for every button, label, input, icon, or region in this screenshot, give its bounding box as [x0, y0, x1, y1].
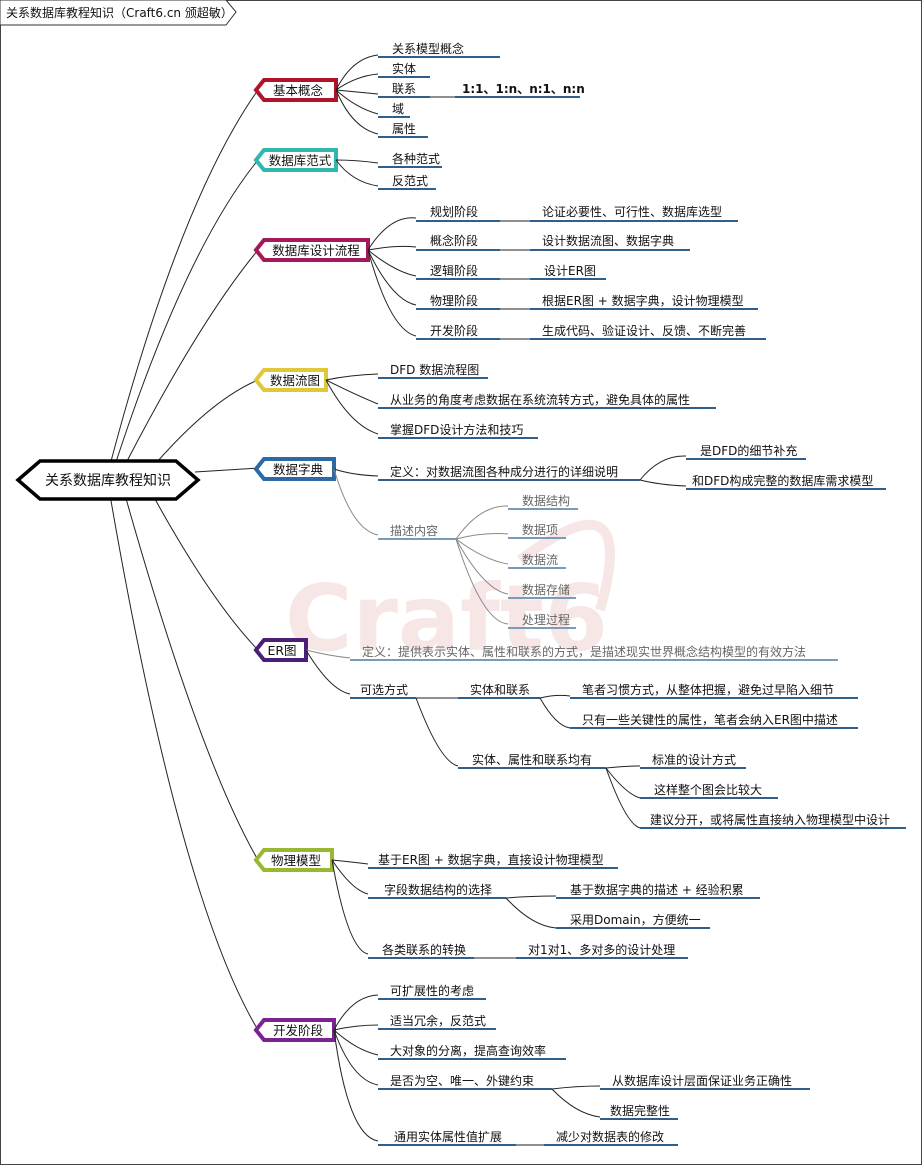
stage-physical-detail: 根据ER图 + 数据字典，设计物理模型 — [542, 293, 744, 308]
watermark: Craft6 — [285, 519, 615, 672]
category-data-dictionary-label: 数据字典 — [273, 462, 323, 477]
stage-development-detail: 生成代码、验证设计、反馈、不断完善 — [542, 323, 746, 338]
er-definition: 定义：提供表示实体、属性和联系的方式，是描述现实世界概念结构模型的有效方法 — [362, 644, 806, 659]
category-development: 开发阶段 可扩展性的考虑 适当冗余，反范式 大对象的分离，提高查询效率 是否为空… — [253, 983, 810, 1146]
dev-item-4: 是否为空、唯一、外键约束 — [390, 1073, 534, 1088]
dfd-item-2: 从业务的角度考虑数据在系统流转方式，避免具体的属性 — [390, 392, 690, 407]
root-label: 关系数据库教程知识 — [45, 472, 171, 489]
er-option-b-item-3: 建议分开，或将属性直接纳入物理模型中设计 — [650, 812, 890, 827]
stage-conceptual-detail: 设计数据流图、数据字典 — [542, 233, 674, 248]
dd-desc-item-4: 数据存储 — [522, 582, 570, 597]
stage-planning-detail: 论证必要性、可行性、数据库选型 — [542, 204, 722, 219]
title-tab — [0, 0, 237, 26]
dev-item-5: 通用实体属性值扩展 — [394, 1129, 502, 1144]
dd-desc-item-1: 数据结构 — [522, 493, 570, 508]
category-development-label: 开发阶段 — [273, 1023, 323, 1038]
data-dictionary-description: 描述内容 — [390, 523, 438, 538]
category-normal-forms-label: 数据库范式 — [269, 153, 332, 168]
watermark-text: Craft6 — [285, 565, 608, 672]
extension-item: 减少对数据表的修改 — [556, 1129, 664, 1144]
er-option-b-item-1: 标准的设计方式 — [652, 752, 736, 767]
category-normal-forms: 数据库范式 各种范式 反范式 — [253, 148, 442, 190]
category-er-diagram: ER图 定义：提供表示实体、属性和联系的方式，是描述现实世界概念结构模型的有效方… — [253, 638, 906, 829]
category-design-process: 数据库设计流程 规划阶段 概念阶段 逻辑阶段 物理阶段 开发阶段 论证必要性、可… — [253, 204, 766, 340]
category-dfd: 数据流图 DFD 数据流程图 从业务的角度考虑数据在系统流转方式，避免具体的属性… — [253, 362, 716, 439]
category-basic-concepts: 基本概念 关系模型概念 实体 联系 域 属性 1:1、1:n、n:1、n:n — [253, 41, 585, 138]
er-option-a-item-1: 笔者习惯方式，从整体把握，避免过早陷入细节 — [582, 682, 834, 697]
category-physical-model: 物理模型 基于ER图 + 数据字典，直接设计物理模型 字段数据结构的选择 各类联… — [253, 848, 760, 959]
category-basic-concepts-label: 基本概念 — [273, 83, 324, 98]
root-connectors — [109, 89, 259, 1031]
dev-item-3: 大对象的分离，提高查询效率 — [390, 1043, 546, 1058]
stage-conceptual: 概念阶段 — [430, 233, 478, 248]
category-er-diagram-label: ER图 — [267, 643, 296, 658]
basic-item-2: 实体 — [392, 61, 416, 76]
category-dfd-label: 数据流图 — [270, 373, 320, 388]
stage-logical-detail: 设计ER图 — [544, 264, 596, 278]
normal-form-item-2: 反范式 — [392, 174, 428, 188]
category-data-dictionary: 数据字典 定义：对数据流图各种成分进行的详细说明 是DFD的细节补充 和DFD构… — [253, 443, 886, 629]
dd-definition-child-1: 是DFD的细节补充 — [700, 443, 797, 458]
dd-desc-item-2: 数据项 — [522, 522, 558, 537]
relation-conversion-item: 对1对1、多对多的设计处理 — [528, 942, 675, 957]
dd-definition-child-2: 和DFD构成完整的数据库需求模型 — [692, 473, 873, 488]
normal-form-item-1: 各种范式 — [392, 151, 440, 166]
dev-item-1: 可扩展性的考虑 — [390, 983, 474, 998]
basic-item-3: 联系 — [392, 82, 416, 96]
dev-item-2: 适当冗余，反范式 — [390, 1013, 486, 1028]
physical-item-3: 各类联系的转换 — [382, 942, 466, 957]
constraint-item-1: 从数据库设计层面保证业务正确性 — [612, 1073, 792, 1088]
stage-physical: 物理阶段 — [430, 293, 478, 308]
category-design-process-label: 数据库设计流程 — [272, 243, 360, 258]
basic-item-5: 属性 — [392, 122, 416, 136]
stage-development: 开发阶段 — [430, 323, 478, 338]
basic-item-1: 关系模型概念 — [392, 41, 464, 56]
stage-planning: 规划阶段 — [430, 204, 478, 219]
physical-item-1: 基于ER图 + 数据字典，直接设计物理模型 — [378, 852, 604, 867]
dd-desc-item-5: 处理过程 — [522, 612, 570, 627]
er-options: 可选方式 — [360, 682, 408, 697]
basic-item-4: 域 — [392, 102, 404, 116]
physical-item-2: 字段数据结构的选择 — [384, 882, 492, 897]
root-node: 关系数据库教程知识 — [15, 459, 201, 501]
field-structure-item-2: 采用Domain，方便统一 — [570, 912, 701, 927]
dd-desc-item-3: 数据流 — [522, 552, 558, 567]
field-structure-item-1: 基于数据字典的描述 + 经验积累 — [570, 882, 744, 897]
dfd-item-1: DFD 数据流程图 — [390, 362, 479, 377]
er-option-b-item-2: 这样整个图会比较大 — [654, 782, 762, 797]
title-tab-text: 关系数据库教程知识（Craft6.cn 颁超敏） — [6, 5, 233, 20]
er-option-b: 实体、属性和联系均有 — [472, 752, 592, 767]
constraint-item-2: 数据完整性 — [610, 1103, 670, 1118]
er-option-a-item-2: 只有一些关键性的属性，笔者会纳入ER图中描述 — [582, 712, 838, 727]
relationship-types: 1:1、1:n、n:1、n:n — [462, 82, 585, 96]
category-physical-model-label: 物理模型 — [271, 853, 321, 868]
dfd-item-3: 掌握DFD设计方法和技巧 — [390, 422, 523, 437]
stage-logical: 逻辑阶段 — [430, 263, 478, 278]
data-dictionary-definition: 定义：对数据流图各种成分进行的详细说明 — [390, 464, 618, 479]
er-option-a: 实体和联系 — [470, 682, 530, 697]
